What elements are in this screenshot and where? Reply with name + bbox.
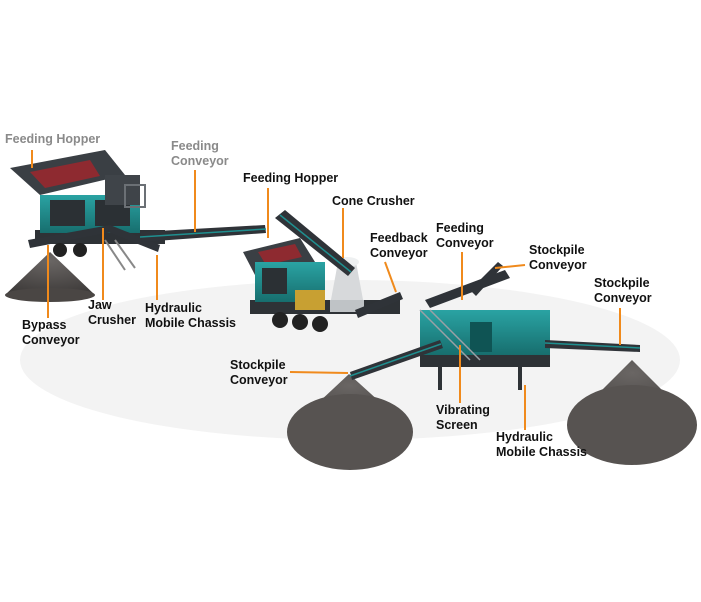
stockpile-bypass-base [5, 288, 95, 302]
label-feeding-conveyor-2: Feeding Conveyor [436, 221, 494, 250]
label-hydraulic-chassis-1: Hydraulic Mobile Chassis [145, 301, 236, 330]
leader-lines [31, 150, 621, 430]
screen-plant [349, 262, 641, 390]
stockpile-center-base [287, 394, 413, 470]
leader-stockpile-conveyor-1 [494, 264, 526, 269]
leader-feedback-conveyor [384, 261, 397, 293]
bypass-conveyor [28, 225, 112, 248]
cone-crusher-plant [243, 210, 403, 332]
stockpile-right-base [567, 385, 697, 465]
jaw-crusher-plant [10, 150, 165, 271]
label-jaw-crusher: Jaw Crusher [88, 298, 136, 327]
label-cone-crusher: Cone Crusher [332, 194, 415, 208]
label-feeding-conveyor-1: Feeding Conveyor [171, 139, 229, 168]
stockpile-conveyor-top [470, 262, 503, 296]
cone-discharge [355, 292, 403, 318]
label-stockpile-conveyor-3: Stockpile Conveyor [230, 358, 288, 387]
label-bypass-conveyor: Bypass Conveyor [22, 318, 80, 347]
label-feeding-hopper-2: Feeding Hopper [243, 171, 339, 185]
label-hydraulic-chassis-2: Hydraulic Mobile Chassis [496, 430, 587, 459]
stockpile-bypass [5, 252, 95, 295]
jaw-discharge [108, 225, 160, 252]
label-feedback-conveyor: Feedback Conveyor [370, 231, 428, 260]
leader-stockpile-conveyor-3 [289, 371, 349, 374]
screen-chassis [420, 355, 550, 367]
label-feeding-hopper-1: Feeding Hopper [5, 132, 101, 146]
cone-crusher-body [330, 262, 364, 305]
label-vibrating-screen: Vibrating Screen [436, 403, 490, 432]
label-stockpile-conveyor-1: Stockpile Conveyor [529, 243, 587, 272]
label-stockpile-conveyor-2: Stockpile Conveyor [594, 276, 652, 305]
